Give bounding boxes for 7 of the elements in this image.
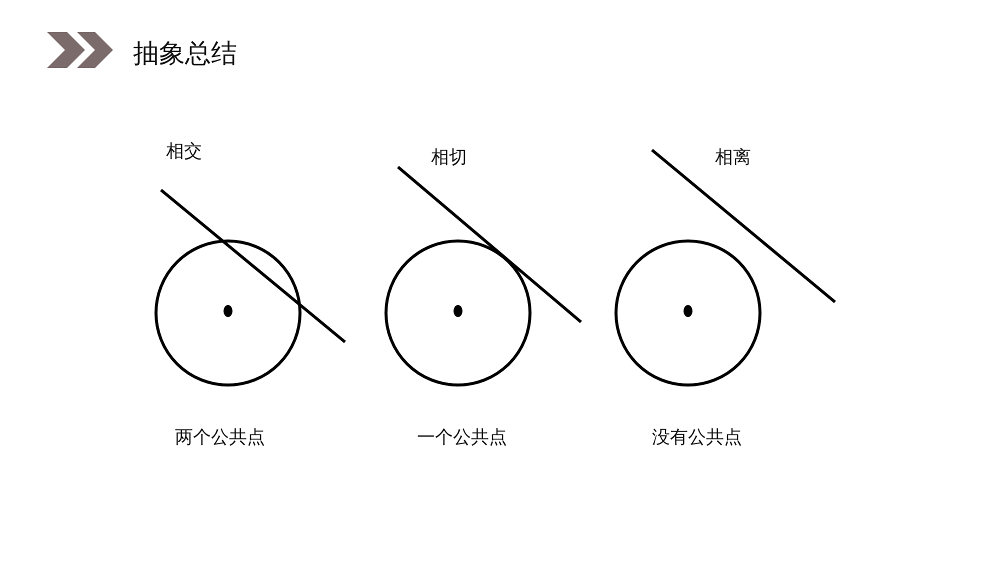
relation-label: 相切 [431,146,467,169]
intersection-count-label: 没有公共点 [652,426,742,449]
intersection-count-label: 一个公共点 [417,426,507,449]
slide-title: 抽象总结 [133,38,237,71]
relation-label: 相交 [166,140,202,163]
relation-label: 相离 [715,146,751,169]
intersection-count-label: 两个公共点 [175,426,265,449]
